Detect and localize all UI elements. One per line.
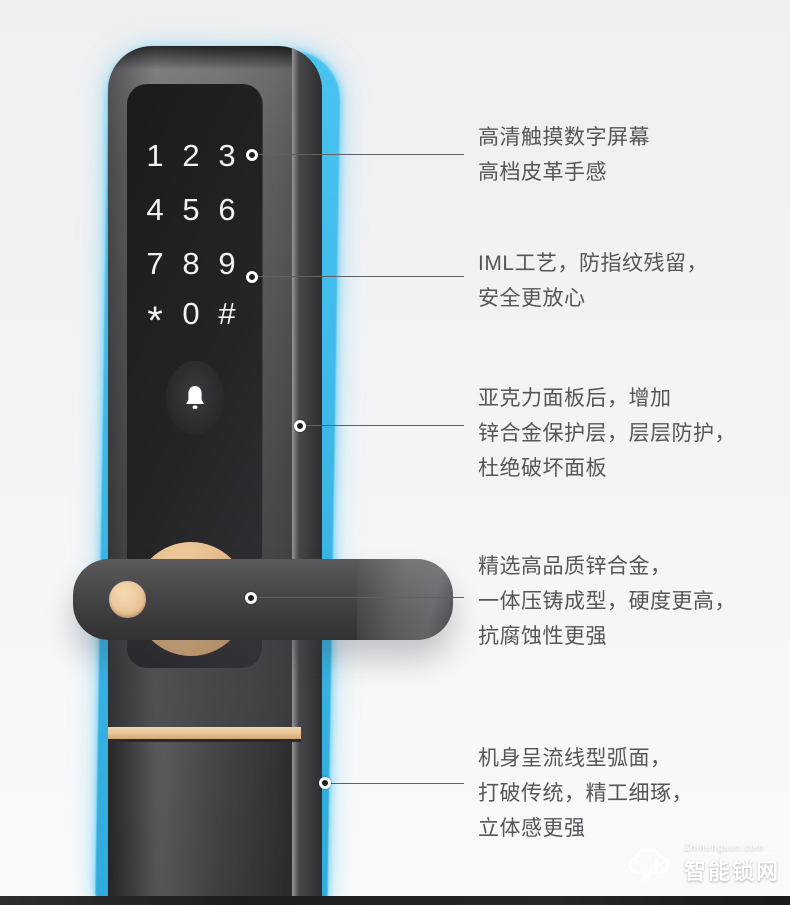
note-line: 高清触摸数字屏幕 (478, 126, 650, 149)
note-line: 亚克力面板后，增加 (478, 387, 672, 410)
key-7: 7 (146, 246, 164, 281)
key-8: 8 (182, 246, 200, 281)
watermark-url: Zhinengsuo.com (684, 842, 781, 854)
door-handle (73, 559, 453, 640)
key-2: 2 (182, 138, 200, 173)
keypad-row-2: 4 5 6 (137, 188, 255, 232)
watermark-site-name: 智能锁网 (684, 859, 781, 884)
next-section-divider (0, 896, 790, 905)
cloud-plus-icon (628, 847, 670, 882)
callout-line-4 (257, 597, 464, 598)
keypad-row-1: 1 2 3 (137, 134, 255, 178)
callout-dot-3 (294, 420, 306, 432)
callout-line-1 (258, 154, 464, 155)
feature-note-panel: 亚克力面板后，增加 锌合金保护层，层层防护， 杜绝破坏面板 (478, 381, 736, 486)
feature-note-alloy: 精选高品质锌合金， 一体压铸成型，硬度更高， 抗腐蚀性更强 (478, 549, 736, 654)
lock-side-edge (292, 46, 322, 905)
gold-trim-shadow (108, 739, 301, 742)
callout-line-5 (331, 783, 464, 784)
feature-note-iml: IML工艺，防指纹残留， 安全更放心 (478, 246, 708, 316)
key-9: 9 (218, 246, 236, 281)
bell-icon (186, 386, 204, 409)
key-4: 4 (146, 192, 164, 227)
lower-body-sheen (108, 742, 292, 905)
feature-note-body: 机身呈流线型弧面， 打破传统，精工细琢， 立体感更强 (478, 741, 693, 846)
key-star: * (147, 299, 163, 343)
note-line: 精选高品质锌合金， (478, 555, 672, 578)
keypad-row-3: 7 8 9 (137, 242, 255, 286)
note-line: 抗腐蚀性更强 (478, 625, 607, 648)
callout-line-2 (258, 276, 464, 277)
keypad-row-4: * 0 # (137, 292, 255, 343)
feature-note-screen: 高清触摸数字屏幕 高档皮革手感 (478, 120, 650, 190)
note-line: 立体感更强 (478, 817, 586, 840)
callout-dot-5 (319, 777, 331, 789)
note-line: 机身呈流线型弧面， (478, 747, 672, 770)
key-5: 5 (182, 192, 200, 227)
site-watermark: Zhinengsuo.com 智能锁网 (626, 842, 781, 886)
note-line: 杜绝破坏面板 (478, 457, 607, 480)
key-0: 0 (182, 296, 200, 331)
note-line: IML工艺，防指纹残留， (478, 252, 709, 275)
note-line: 打破传统，精工细琢， (478, 782, 693, 805)
lock-body: 1 2 3 4 5 6 7 8 9 * 0 # (108, 46, 322, 905)
note-line: 安全更放心 (478, 287, 586, 310)
key-6: 6 (218, 192, 236, 227)
gold-trim-band (108, 727, 301, 739)
note-line: 一体压铸成型，硬度更高， (478, 590, 736, 613)
note-line: 高档皮革手感 (478, 161, 607, 184)
callout-line-3 (306, 425, 464, 426)
key-3: 3 (218, 138, 236, 173)
note-line: 锌合金保护层，层层防护， (478, 422, 736, 445)
key-hash: # (218, 296, 236, 331)
callout-dot-4 (245, 592, 257, 604)
watermark-text: Zhinengsuo.com 智能锁网 (684, 842, 781, 886)
key-1: 1 (146, 138, 164, 173)
doorbell-button (166, 361, 224, 435)
callout-dot-2 (246, 271, 258, 283)
handle-gold-button (109, 581, 146, 618)
callout-dot-1 (246, 149, 258, 161)
